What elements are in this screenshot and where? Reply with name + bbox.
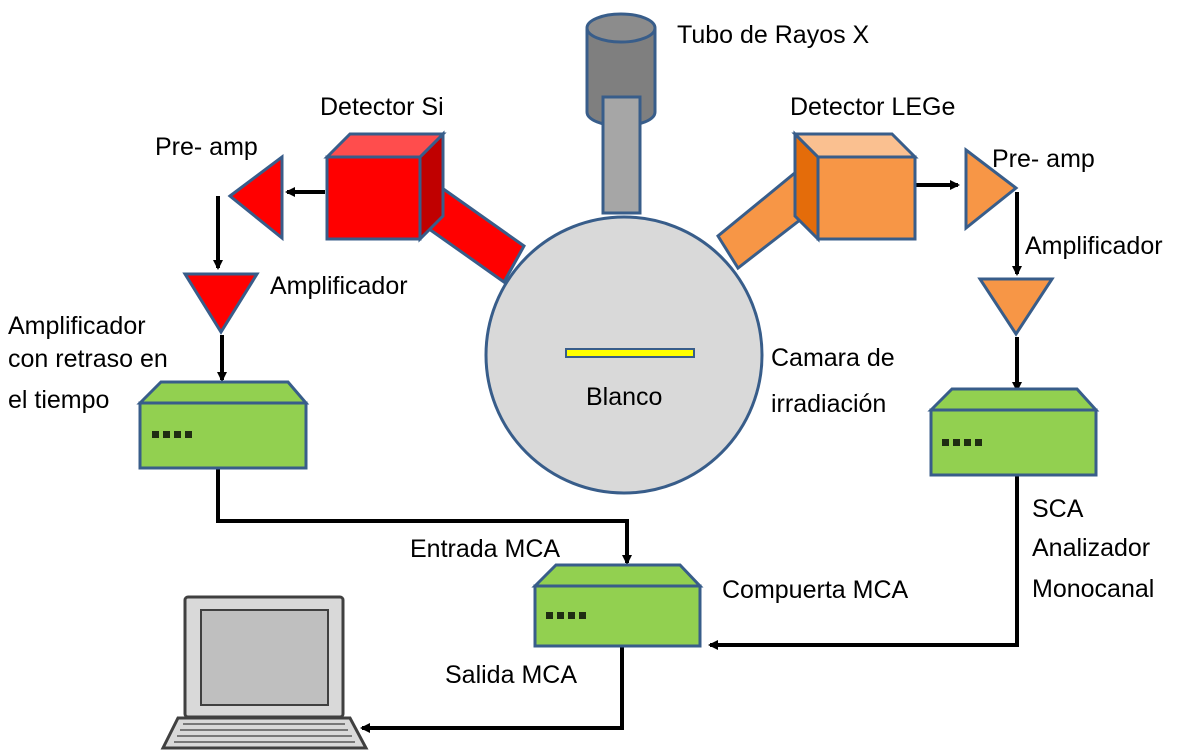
mca-module (531, 563, 704, 648)
module-indicator-lights (152, 431, 192, 438)
label-sca-1: SCA (1032, 495, 1084, 523)
amplifier-right (977, 277, 1055, 337)
line-delay-amp-to-mca-input (216, 468, 632, 565)
label-chamber-2: irradiación (771, 390, 886, 418)
delay-amplifier-module (136, 380, 310, 470)
xray-tube-collimator (601, 95, 642, 215)
label-detector-si: Detector Si (320, 93, 444, 121)
label-mca-input: Entrada MCA (410, 535, 560, 563)
preamp-right (964, 146, 1019, 232)
module-top (136, 380, 310, 405)
label-detector-lege: Detector LEGe (790, 93, 955, 121)
laptop-keyboard-keys (174, 723, 355, 743)
lege-detector-top (791, 132, 919, 159)
label-mca-output: Salida MCA (445, 661, 577, 689)
sca-module (927, 387, 1100, 477)
label-preamp-left: Pre- amp (155, 133, 258, 161)
laptop-screen (200, 609, 329, 706)
module-top (927, 387, 1100, 412)
label-preamp-right: Pre- amp (992, 145, 1095, 173)
connection-lines (213, 180, 1022, 733)
label-sca-2: Analizador (1032, 534, 1150, 562)
label-delay-amplifier-1: Amplificador (8, 312, 146, 340)
laptop-computer (160, 595, 369, 750)
label-target: Blanco (586, 383, 662, 411)
target-foil (565, 348, 695, 358)
si-detector (323, 130, 447, 243)
line-sca-to-mca-gate (708, 475, 1019, 650)
label-chamber-1: Camara de (771, 344, 895, 372)
xray-tube-top (585, 12, 657, 44)
diagram-labels: Tubo de Rayos X Detector Si Detector LEG… (8, 21, 1163, 689)
line-mca-output-to-computer (360, 645, 624, 733)
label-sca-3: Monocanal (1032, 575, 1154, 603)
module-top (531, 563, 704, 588)
preamp-left (227, 154, 284, 242)
label-delay-amplifier-2: con retraso en (8, 345, 168, 373)
label-amplifier-right: Amplificador (1025, 232, 1163, 260)
lege-detector (791, 130, 919, 243)
module-indicator-lights (546, 612, 586, 619)
si-detector-front (325, 155, 422, 241)
module-indicator-lights (942, 439, 982, 446)
label-delay-amplifier-3: el tiempo (8, 386, 109, 414)
label-xray-tube: Tubo de Rayos X (677, 21, 870, 49)
laptop-keyboard-base (160, 716, 369, 750)
xray-tube (585, 12, 657, 215)
lege-detector-front (816, 155, 917, 241)
amplifier-left (182, 272, 260, 335)
label-mca-gate: Compuerta MCA (722, 576, 908, 604)
label-amplifier-left: Amplificador (270, 272, 408, 300)
